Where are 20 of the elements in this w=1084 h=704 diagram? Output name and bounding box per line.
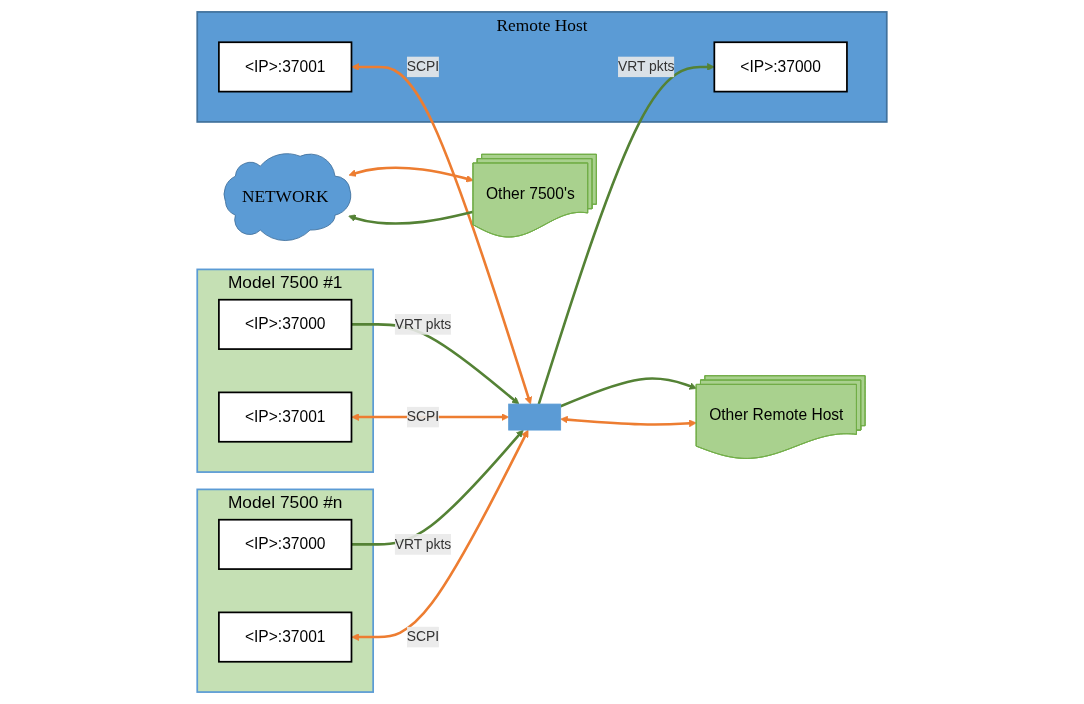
node-box: <IP>:37001 — [218, 41, 353, 93]
edge-label: SCPI — [406, 59, 440, 74]
arrow — [560, 415, 697, 428]
node-box: <IP>:37001 — [218, 611, 353, 663]
node-box: <IP>:37000 — [218, 518, 353, 570]
arrow — [348, 210, 474, 225]
edge-label: SCPI — [406, 409, 440, 424]
node-box: <IP>:37000 — [218, 298, 353, 350]
node-box: <IP>:37000 — [713, 41, 848, 93]
node-bar — [508, 403, 562, 431]
arrow — [537, 63, 715, 405]
edge-label: VRT pkts — [618, 59, 675, 74]
arrow — [348, 166, 474, 183]
arrow — [560, 377, 697, 408]
arrow — [351, 429, 529, 641]
arrow — [351, 429, 524, 546]
edge-label: SCPI — [406, 629, 440, 644]
node-box: <IP>:37001 — [218, 391, 353, 443]
edge-label: VRT pkts — [394, 536, 452, 552]
edge-label: VRT pkts — [394, 316, 452, 332]
